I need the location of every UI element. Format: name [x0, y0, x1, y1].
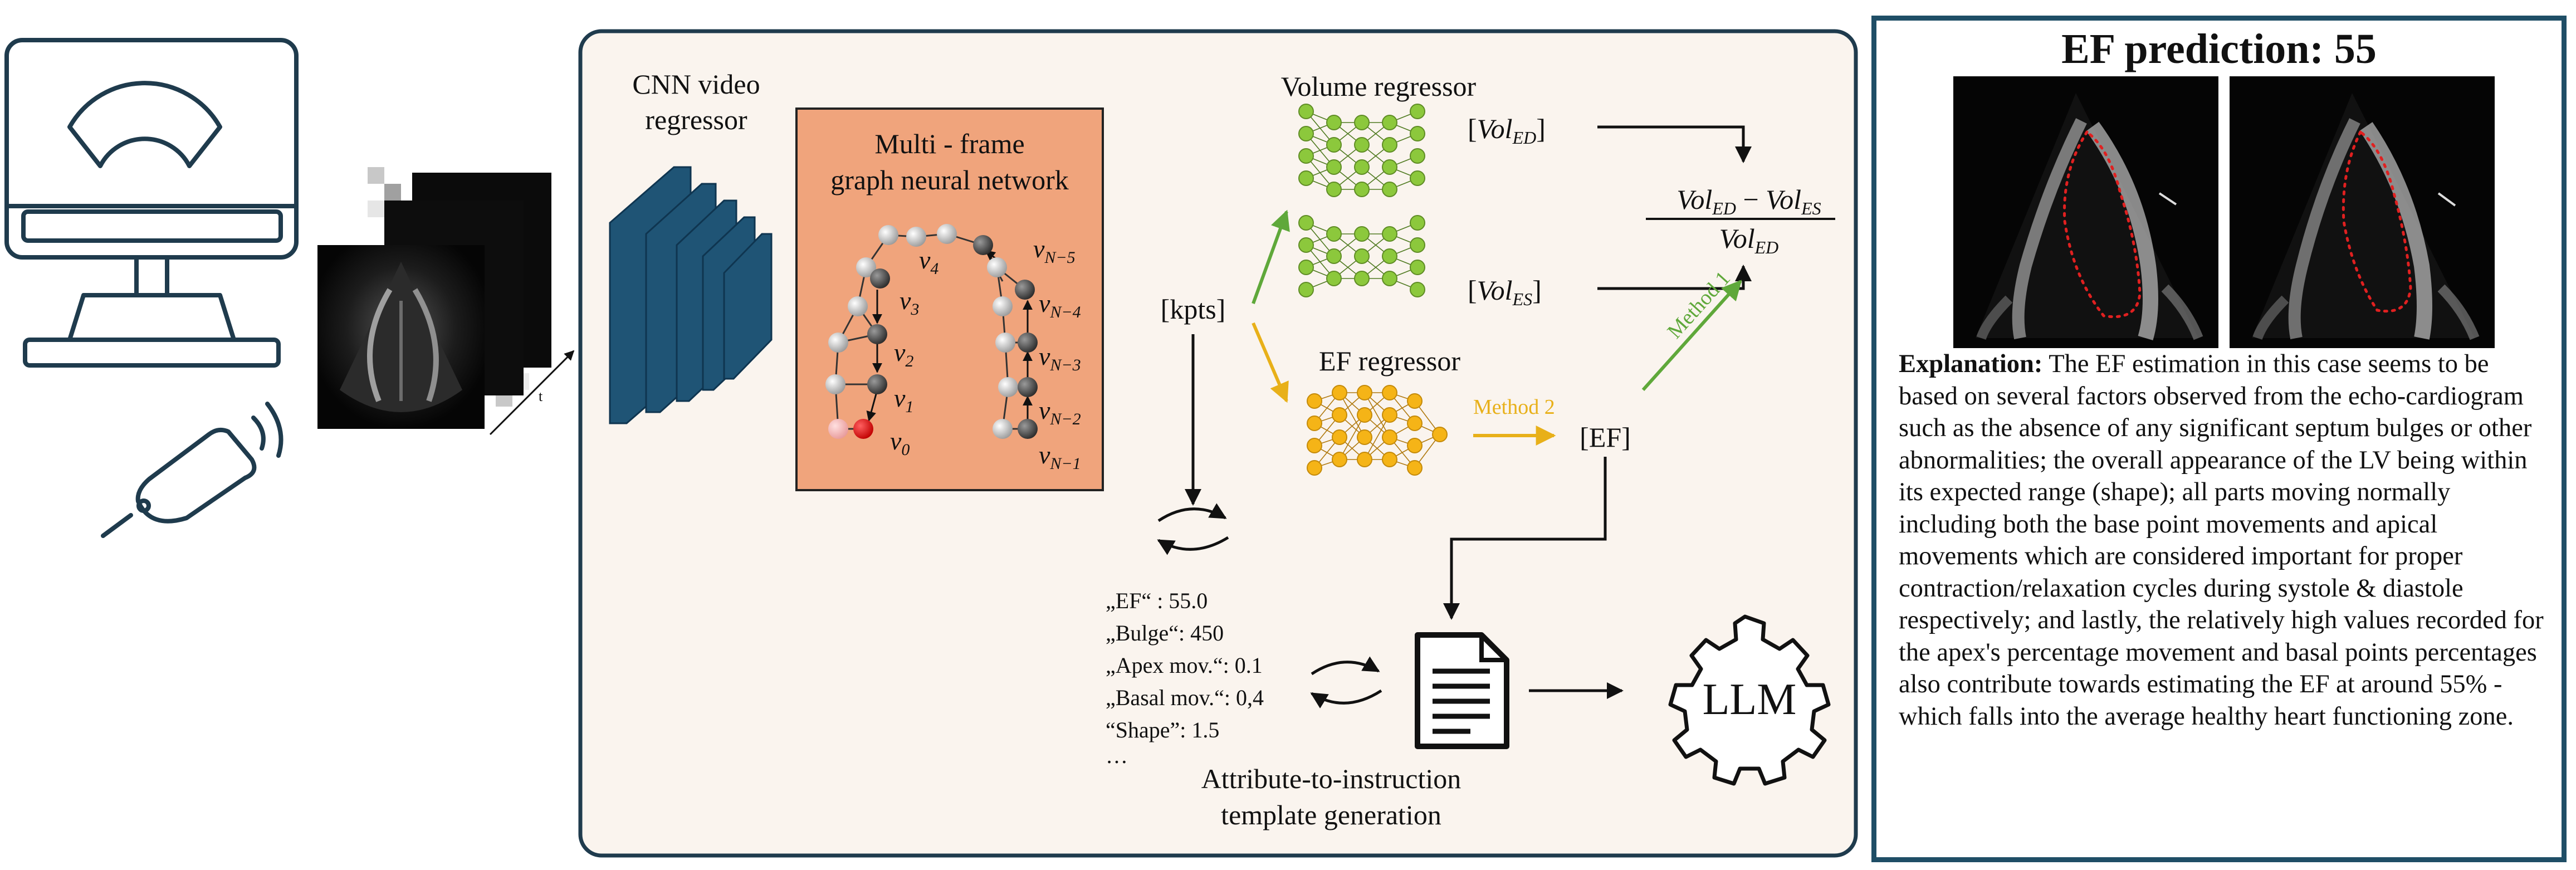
cycle-icon-bottom — [1310, 656, 1382, 708]
template-label-line2: template generation — [1221, 799, 1441, 830]
echo-image-ed — [1953, 76, 2218, 348]
ef-prediction-title: EF prediction: 55 — [2061, 26, 2377, 72]
ef-output-label: [EF] — [1580, 422, 1631, 453]
vol-ed-label: [VolED] — [1468, 113, 1546, 148]
cnn-label-line1: CNN video — [632, 69, 760, 100]
template-label-line1: Attribute-to-instruction — [1201, 763, 1461, 794]
llm-label: LLM — [1703, 675, 1797, 724]
arrow-kpts-to-ef-regressor — [1252, 322, 1289, 403]
gnn-title-line1: Multi - frame — [874, 128, 1024, 159]
ultrasound-probe-icon — [101, 402, 283, 538]
cnn-label-line2: regressor — [645, 104, 747, 135]
volume-regressor-label: Volume regressor — [1281, 71, 1477, 102]
kpts-label: [kpts] — [1161, 294, 1226, 325]
svg-text:VolED: VolED — [1719, 223, 1779, 257]
llm-gear-icon — [1668, 614, 1831, 786]
document-icon — [1415, 632, 1509, 749]
node-label-v3: v3 — [900, 286, 919, 319]
volume-net-es — [1298, 215, 1425, 297]
ef-explanation: Explanation: The EF estimation in this c… — [1899, 348, 2550, 732]
arrow-kpts-to-volume — [1252, 209, 1290, 305]
explanation-text: The EF estimation in this case seems to … — [1899, 350, 2544, 731]
echo-video-stack — [317, 167, 575, 436]
attribute-item: … — [1106, 743, 1128, 768]
attribute-item: “Shape”: 1.5 — [1106, 717, 1219, 742]
ef-prediction-panel: EF prediction: 55 Explanation: The EF es… — [1871, 16, 2567, 862]
attribute-item: „Apex mov.“: 0.1 — [1106, 653, 1263, 678]
gnn-title-line2: graph neural network — [830, 164, 1069, 195]
arrow-ef-to-document — [1443, 457, 1607, 620]
ef-regressor-label: EF regressor — [1319, 345, 1460, 377]
ef-formula: VolED − VolES VolED — [1646, 184, 1835, 257]
attribute-item: „Basal mov.“: 0,4 — [1106, 685, 1264, 710]
arrow-method1 — [1641, 280, 1742, 392]
cnn-blocks-icon — [609, 166, 773, 424]
ef-regressor-net — [1307, 385, 1448, 476]
explanation-label: Explanation: — [1899, 350, 2043, 378]
graph-nodes — [825, 224, 1038, 439]
attribute-item: „Bulge“: 450 — [1106, 620, 1224, 646]
volume-net-ed — [1298, 104, 1425, 197]
arrow-vol-es-to-formula — [1597, 265, 1752, 290]
svg-text:VolED − VolES: VolED − VolES — [1676, 184, 1821, 218]
attribute-item: „EF“ : 55.0 — [1106, 588, 1208, 613]
echo-image-es — [2230, 76, 2495, 348]
video-axis-label: t — [539, 388, 543, 404]
method2-label: Method 2 — [1473, 395, 1555, 419]
attribute-list: „EF“ : 55.0 „Bulge“: 450 „Apex mov.“: 0.… — [1106, 588, 1264, 768]
monitor-icon — [4, 38, 299, 368]
cycle-icon-top — [1157, 503, 1229, 555]
arrow-vol-ed-to-formula — [1597, 125, 1752, 163]
